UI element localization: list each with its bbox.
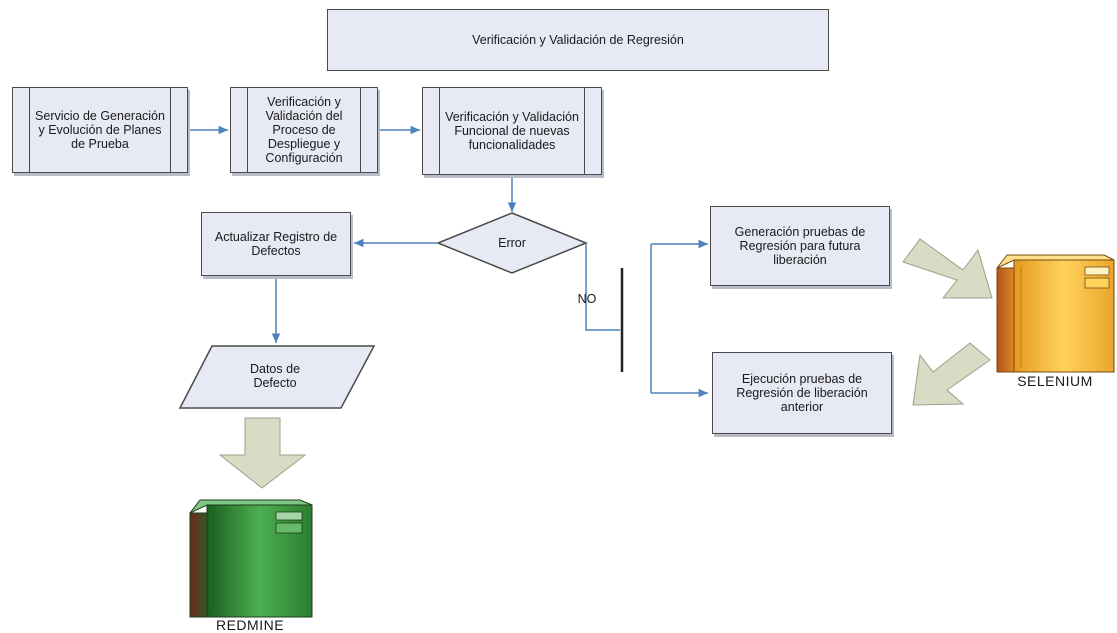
selenium-server-icon bbox=[996, 254, 1115, 373]
process-box-despliegue: Verificación y Validación del Proceso de… bbox=[230, 87, 378, 173]
process-box-planes: Servicio de Generación y Evolución de Pl… bbox=[12, 87, 188, 173]
process-3-label: Verificación y Validación Funcional de n… bbox=[445, 110, 579, 152]
big-arrow-left-down-icon bbox=[912, 342, 991, 406]
update-defects-box: Actualizar Registro de Defectos bbox=[201, 212, 351, 276]
big-arrow-down-icon bbox=[218, 417, 307, 489]
defect-data-parallelogram bbox=[178, 345, 376, 409]
execute-regression-box: Ejecución pruebas de Regresión de libera… bbox=[712, 352, 892, 434]
decision-diamond bbox=[436, 212, 588, 274]
decision-label: Error bbox=[498, 236, 526, 250]
big-arrow-right-down-icon bbox=[902, 238, 993, 299]
process-box-funcional: Verificación y Validación Funcional de n… bbox=[422, 87, 602, 175]
no-label: NO bbox=[577, 292, 597, 306]
update-defects-label: Actualizar Registro de Defectos bbox=[214, 230, 338, 258]
no-path bbox=[585, 243, 620, 331]
process-1-label: Servicio de Generación y Evolución de Pl… bbox=[35, 109, 165, 151]
generate-regression-label: Generación pruebas de Regresión para fut… bbox=[734, 225, 866, 267]
execute-regression-label: Ejecución pruebas de Regresión de libera… bbox=[736, 372, 868, 414]
title-text: Verificación y Validación de Regresión bbox=[472, 33, 684, 47]
selenium-label: SELENIUM bbox=[1017, 373, 1093, 389]
process-2-label: Verificación y Validación del Proceso de… bbox=[265, 95, 343, 165]
redmine-server-icon bbox=[189, 499, 313, 618]
title-box: Verificación y Validación de Regresión bbox=[327, 9, 829, 71]
redmine-label: REDMINE bbox=[215, 617, 285, 633]
defect-data-label: Datos de Defecto bbox=[249, 362, 301, 390]
generate-regression-box: Generación pruebas de Regresión para fut… bbox=[710, 206, 890, 286]
